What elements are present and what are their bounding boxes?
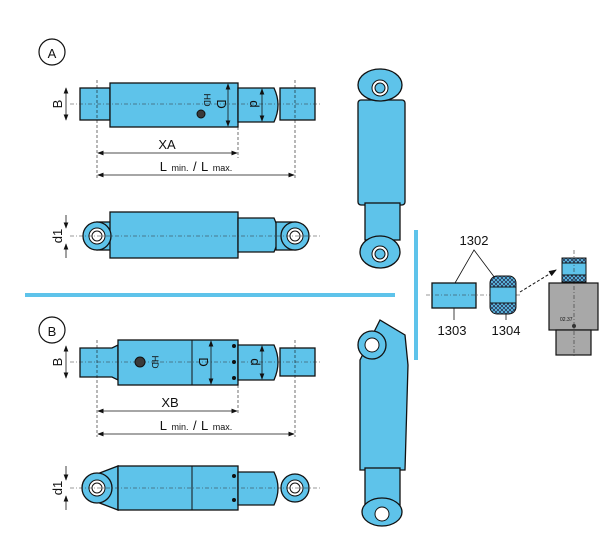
- part-code-label: 02.37: [560, 317, 573, 323]
- dim-length-label: L min. / L max.: [160, 417, 232, 434]
- hd-mark: HD: [202, 94, 212, 107]
- logo-icon: [196, 109, 206, 119]
- shock-a-side-view: d1: [50, 211, 322, 259]
- dim-d1-label: d1: [50, 481, 65, 495]
- assembly-arrow: [519, 269, 557, 293]
- shock-a-vertical-view: [357, 68, 406, 269]
- variant-b-badge: B: [38, 316, 66, 344]
- dim-length-label: L min. / L max.: [160, 158, 232, 175]
- dim-d1-label: d1: [50, 229, 65, 243]
- badge-label: B: [48, 324, 57, 339]
- hd-mark: HD: [150, 356, 160, 369]
- dim-b-label: B: [50, 100, 65, 109]
- logo-icon: [134, 356, 146, 368]
- part-1302-label: 1302: [460, 233, 489, 248]
- shock-b-vertical-view: [357, 319, 409, 527]
- part-1304-label: 1304: [492, 323, 521, 338]
- rod-section: [237, 87, 279, 123]
- part-1303-bushing: [431, 282, 477, 309]
- dim-b-label: B: [50, 358, 65, 367]
- variant-a-badge: A: [38, 38, 66, 66]
- dim-xb-label: XB: [161, 395, 178, 410]
- shock-a-top-view: HD B D d XA L min. / L max.: [50, 80, 322, 180]
- dim-d-label: d: [247, 100, 262, 107]
- dim-D-label: D: [196, 357, 211, 366]
- dim-xa-label: XA: [158, 137, 176, 152]
- dim-D-label: D: [214, 99, 229, 108]
- bushing-parts: 1302 1303 1304: [426, 233, 557, 338]
- badge-label: A: [48, 46, 57, 61]
- shock-b-top-view: HD B D d XB L min. / L max.: [50, 339, 322, 437]
- grey-mount: 02.37: [548, 250, 599, 358]
- part-1303-label: 1303: [438, 323, 467, 338]
- shock-b-side-view: d1: [50, 465, 322, 511]
- dim-d-label: d: [248, 358, 263, 365]
